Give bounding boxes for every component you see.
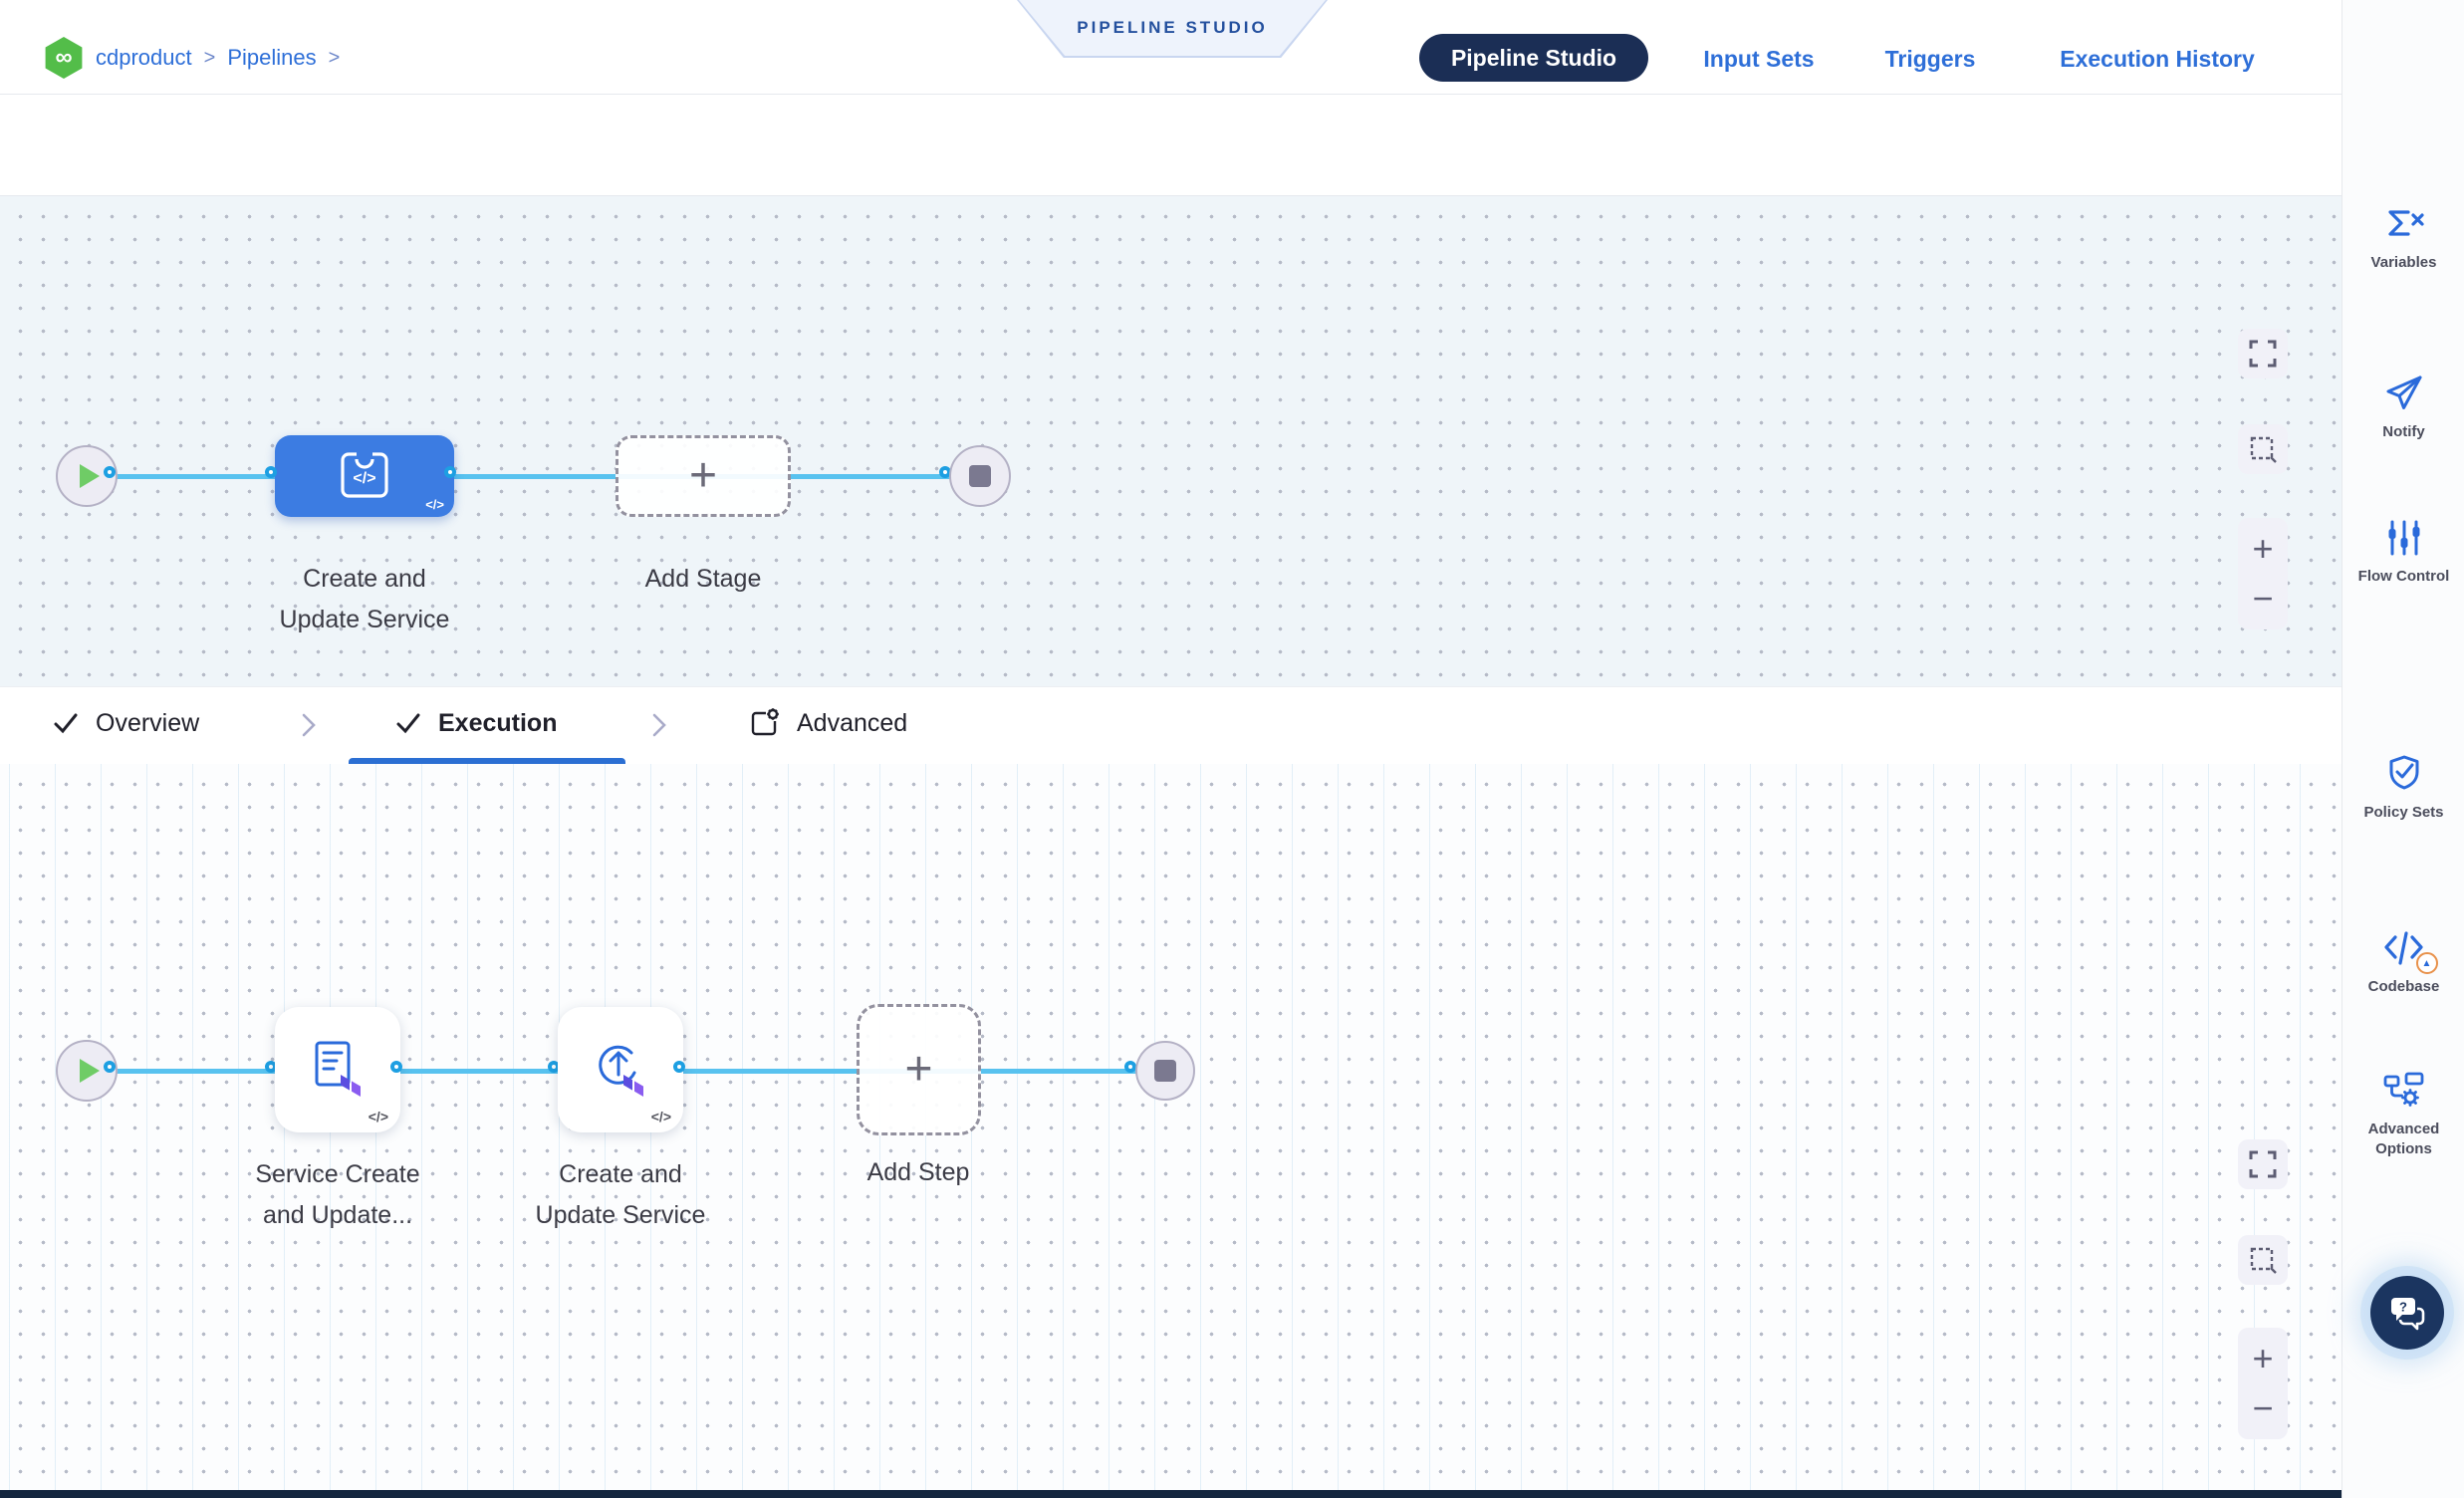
fullscreen-icon xyxy=(2248,339,2278,369)
chat-question-icon: ? xyxy=(2386,1293,2428,1333)
code-badge: </> xyxy=(425,497,444,512)
tab-pipeline-studio[interactable]: Pipeline Studio xyxy=(1419,34,1648,82)
variables-sigma-icon xyxy=(2382,204,2426,244)
sidebar-item-notify[interactable]: Notify xyxy=(2342,374,2464,442)
port-dot[interactable] xyxy=(390,1061,402,1073)
add-stage-label: Add Stage xyxy=(544,559,862,600)
execution-end-node xyxy=(1135,1041,1195,1101)
stage-node-create-and-update-service[interactable]: </> </> xyxy=(275,435,454,517)
advanced-options-flowchart-gear-icon xyxy=(2383,1071,2425,1111)
pipeline-toolbar: Onboarding Service VISUAL YAML Save xyxy=(0,95,2341,196)
fullscreen-icon xyxy=(2248,1149,2278,1179)
svg-text:?: ? xyxy=(2399,1300,2407,1315)
stage-label: Create and Update Service xyxy=(205,559,524,640)
zoom-out-button[interactable]: − xyxy=(2252,1390,2273,1426)
tab-separator-chevron-icon xyxy=(301,712,317,738)
sidebar-item-policy-sets[interactable]: Policy Sets xyxy=(2342,754,2464,823)
pipeline-studio-banner-label: PIPELINE STUDIO xyxy=(1077,18,1267,38)
breadcrumb-pipelines-link[interactable]: Pipelines xyxy=(227,45,316,71)
sidebar-item-variables[interactable]: Variables xyxy=(2342,204,2464,273)
tab-overview[interactable]: Overview xyxy=(52,687,199,759)
right-sidebar: Variables Notify Flow Control xyxy=(2341,0,2464,1498)
codebase-code-icon: ▲ xyxy=(2382,928,2426,968)
pipeline-studio-banner: PIPELINE STUDIO xyxy=(1017,0,1328,58)
start-play-icon xyxy=(80,1059,100,1083)
port-dot[interactable] xyxy=(265,466,277,478)
sidebar-item-codebase[interactable]: ▲ Codebase xyxy=(2342,928,2464,997)
code-badge: </> xyxy=(651,1109,671,1124)
tab-advanced[interactable]: Advanced xyxy=(749,687,907,759)
marquee-select-button[interactable] xyxy=(2238,1235,2288,1285)
help-chat-button[interactable]: ? xyxy=(2370,1276,2444,1350)
pipeline-end-node xyxy=(949,445,1011,507)
tab-input-sets[interactable]: Input Sets xyxy=(1703,46,1814,73)
stage-flow-line xyxy=(114,474,956,479)
breadcrumb: cdproduct > Pipelines > xyxy=(96,45,340,71)
end-stop-icon xyxy=(1154,1060,1176,1082)
breadcrumb-separator: > xyxy=(329,47,341,70)
tab-triggers[interactable]: Triggers xyxy=(1885,46,1976,73)
marquee-select-icon xyxy=(2248,434,2278,464)
breadcrumb-project-link[interactable]: cdproduct xyxy=(96,45,192,71)
service-step-icon xyxy=(303,1035,372,1105)
end-stop-icon xyxy=(969,465,991,487)
breadcrumb-separator: > xyxy=(204,47,216,70)
sidebar-item-flow-control[interactable]: Flow Control xyxy=(2342,518,2464,587)
policy-shield-check-icon xyxy=(2385,754,2423,794)
start-play-icon xyxy=(80,464,100,488)
tab-execution-history[interactable]: Execution History xyxy=(2060,46,2255,73)
bottom-edge-bar xyxy=(0,1490,2341,1498)
add-stage-button[interactable]: + xyxy=(616,435,791,517)
update-step-icon xyxy=(586,1035,655,1105)
port-dot[interactable] xyxy=(444,466,456,478)
sidebar-item-advanced-options[interactable]: Advanced Options xyxy=(2342,1071,2464,1159)
step-label: Service Create and Update... xyxy=(178,1154,497,1236)
code-badge: </> xyxy=(369,1109,388,1124)
tab-execution[interactable]: Execution xyxy=(394,687,557,759)
stage-config-tabbar: Overview Execution Advanced Sav xyxy=(0,686,2341,764)
top-nav-bar: ∞ cdproduct > Pipelines > PIPELINE STUDI… xyxy=(0,0,2341,95)
step-node-service-create-and-update[interactable]: </> xyxy=(275,1007,400,1132)
zoom-in-button[interactable]: + xyxy=(2252,531,2273,567)
step-label: Create and Update Service xyxy=(461,1154,780,1236)
add-step-button[interactable]: + xyxy=(857,1004,981,1135)
advanced-settings-icon xyxy=(749,707,781,739)
logo-glyph: ∞ xyxy=(55,44,72,72)
flow-control-sliders-icon xyxy=(2384,518,2424,558)
port-dot[interactable] xyxy=(104,1061,116,1073)
check-icon xyxy=(394,710,422,736)
marquee-select-icon xyxy=(2248,1245,2278,1275)
svg-text:</>: </> xyxy=(353,470,375,487)
marquee-select-button[interactable] xyxy=(2238,424,2288,474)
step-canvas: </> </> + Service Create and Update... C… xyxy=(0,764,2341,1490)
harness-cd-logo-icon[interactable]: ∞ xyxy=(44,37,84,79)
step-node-create-and-update-service[interactable]: </> xyxy=(558,1007,683,1132)
fit-to-screen-button[interactable] xyxy=(2238,329,2288,378)
notify-paper-plane-icon xyxy=(2384,374,2424,413)
add-step-label: Add Step xyxy=(759,1152,1078,1193)
check-icon xyxy=(52,710,80,736)
zoom-panel: + − xyxy=(2238,518,2288,629)
zoom-out-button[interactable]: − xyxy=(2252,581,2273,617)
port-dot[interactable] xyxy=(104,466,116,478)
tab-separator-chevron-icon xyxy=(651,712,667,738)
port-dot[interactable] xyxy=(673,1061,685,1073)
stage-canvas: </> </> + Create and Update Service Add … xyxy=(0,196,2341,686)
codebase-warning-icon: ▲ xyxy=(2416,952,2438,974)
zoom-panel: + − xyxy=(2238,1328,2288,1439)
fit-to-screen-button[interactable] xyxy=(2238,1139,2288,1189)
zoom-in-button[interactable]: + xyxy=(2252,1341,2273,1376)
